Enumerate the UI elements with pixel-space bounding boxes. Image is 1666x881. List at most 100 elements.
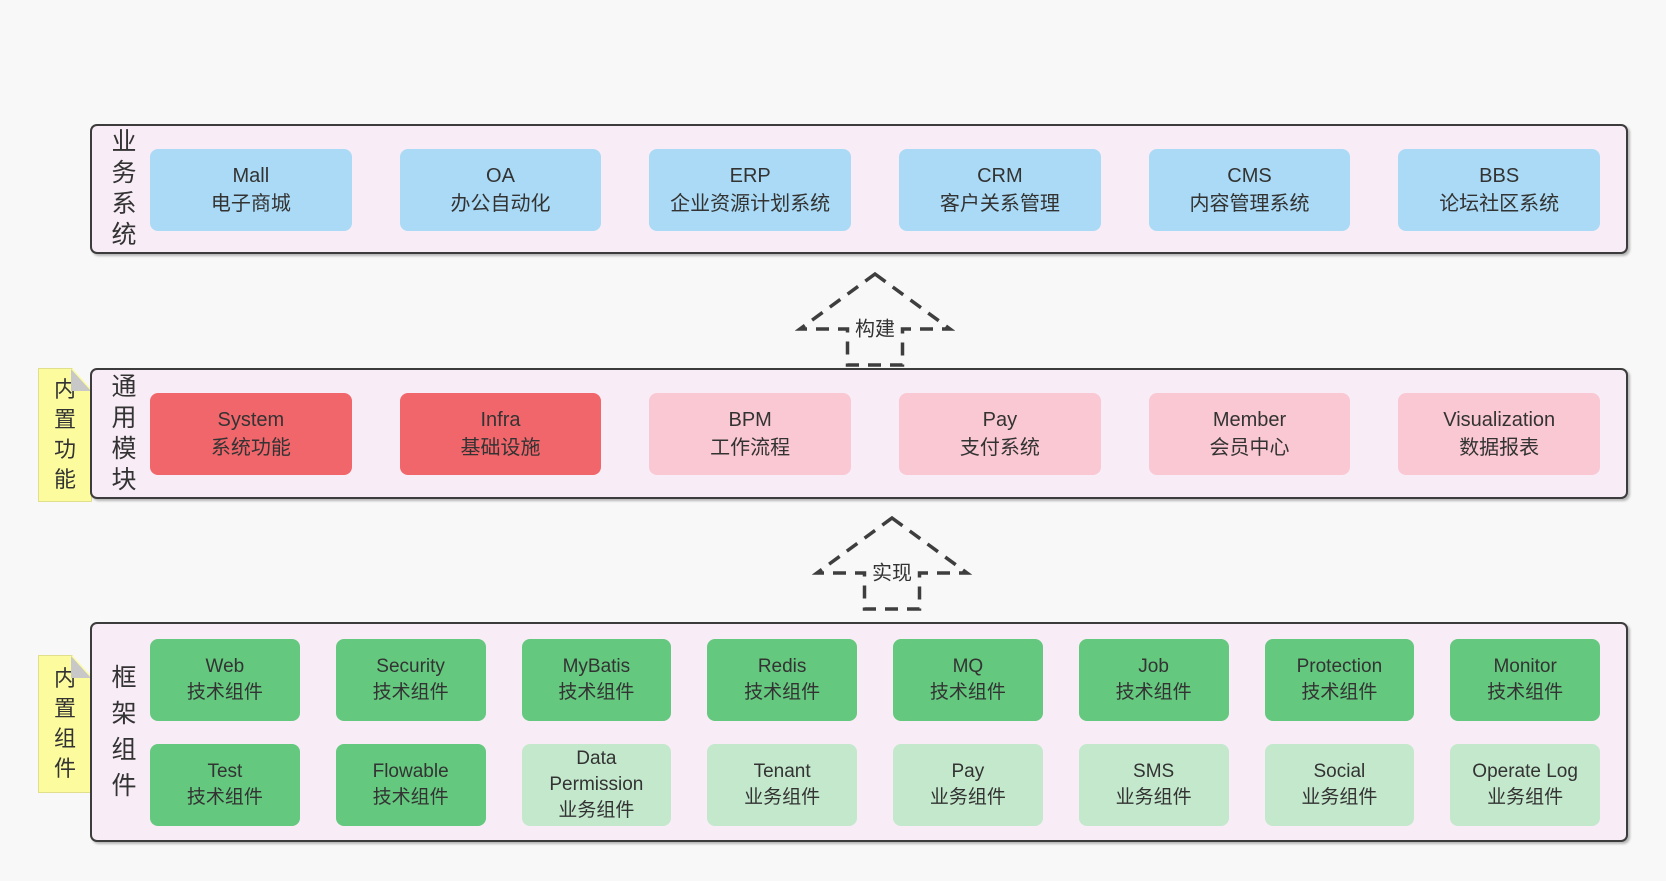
box-name: Web	[205, 656, 245, 677]
box-name: Infra	[480, 409, 521, 431]
label-char: 功	[53, 437, 76, 462]
box-name: OA	[486, 165, 515, 187]
box-pay: Pay 业务组件	[893, 744, 1043, 826]
layer-side-label: 业务系统	[98, 126, 150, 252]
box-name: CMS	[1227, 165, 1272, 187]
box-tenant: Tenant 业务组件	[707, 744, 857, 826]
box-desc: 内容管理系统	[1189, 193, 1310, 215]
layer-side-label: 通用模块	[98, 370, 150, 497]
layer-side-label: 框架组件	[98, 624, 150, 840]
box-desc: 工作流程	[710, 437, 791, 459]
box-desc: 业务组件	[558, 800, 635, 821]
box-crm: CRM 客户关系管理	[899, 149, 1101, 231]
box-name: Tenant	[753, 761, 811, 782]
box-cms: CMS 内容管理系统	[1148, 149, 1351, 231]
box-name: Mall	[232, 165, 270, 187]
label-char: 置	[53, 696, 76, 721]
box-name: Operate Log	[1472, 761, 1578, 782]
label-char: 件	[111, 772, 137, 800]
box-test: Test 技术组件	[150, 744, 300, 826]
box-desc: 系统功能	[210, 437, 291, 459]
box-desc: 技术组件	[558, 682, 635, 703]
label-char: 块	[111, 465, 137, 494]
box-name: Social	[1313, 761, 1366, 782]
box-bpm: BPM 工作流程	[649, 393, 852, 475]
box-name: Security	[376, 656, 445, 677]
box-mall: Mall 电子商城	[150, 149, 352, 231]
arrow-label: 构建	[851, 311, 899, 343]
label-char: 用	[111, 403, 137, 432]
box-security: Security 技术组件	[335, 639, 486, 721]
box-desc: 技术组件	[372, 682, 449, 703]
sticky-tag-built-in-functions: 内置功能	[38, 368, 92, 502]
box-name: BPM	[728, 409, 772, 431]
box-name: Visualization	[1443, 409, 1556, 431]
up-arrow-implement: 实现	[812, 515, 972, 612]
label-char: 能	[53, 467, 76, 492]
box-name: Redis	[757, 656, 807, 677]
label-char: 统	[111, 221, 137, 249]
box-name: Job	[1138, 656, 1169, 677]
label-char: 内	[53, 377, 76, 402]
box-desc: 业务组件	[929, 787, 1006, 808]
box-name: MQ	[952, 656, 984, 677]
label-char: 系	[111, 190, 137, 218]
box-infra: Infra 基础设施	[399, 393, 602, 475]
box-erp: ERP 企业资源计划系统	[649, 149, 852, 231]
sticky-tag-built-in-components: 内置组件	[38, 655, 92, 793]
box-desc: 技术组件	[186, 787, 263, 808]
label-char: 模	[111, 434, 137, 463]
box-desc: 企业资源计划系统	[670, 193, 831, 215]
box-name: Protection	[1296, 656, 1383, 677]
label-char: 业	[111, 128, 137, 156]
arrow-label: 实现	[868, 555, 916, 587]
folded-corner	[71, 656, 91, 678]
box-desc: 电子商城	[210, 193, 291, 215]
label-char: 组	[53, 726, 76, 751]
box-name: CRM	[977, 165, 1023, 187]
box-name: Member	[1212, 409, 1287, 431]
box-name: Pay	[951, 761, 985, 782]
box-name: ERP	[729, 165, 771, 187]
label-char: 内	[53, 666, 76, 691]
box-name: Test	[207, 761, 243, 782]
label-char: 务	[111, 159, 137, 187]
box-member: Member 会员中心	[1148, 393, 1351, 475]
box-desc: 业务组件	[1115, 787, 1192, 808]
box-desc: 技术组件	[186, 682, 263, 703]
box-job: Job 技术组件	[1078, 639, 1229, 721]
box-name: Flowable	[372, 761, 449, 782]
up-arrow-build: 构建	[795, 271, 955, 368]
box-desc: 客户关系管理	[939, 193, 1060, 215]
box-desc: 论坛社区系统	[1439, 193, 1560, 215]
box-web: Web 技术组件	[150, 639, 300, 721]
box-desc: 技术组件	[372, 787, 449, 808]
box-name: SMS	[1133, 761, 1175, 782]
box-desc: 技术组件	[1115, 682, 1192, 703]
box-name: Monitor	[1493, 656, 1557, 677]
box-desc: 基础设施	[460, 437, 541, 459]
box-desc: 技术组件	[929, 682, 1006, 703]
label-char: 架	[111, 700, 137, 728]
folded-corner	[71, 369, 91, 391]
box-desc: 会员中心	[1209, 437, 1290, 459]
label-char: 组	[111, 736, 137, 764]
box-desc: 业务组件	[744, 787, 821, 808]
label-char: 置	[53, 407, 76, 432]
box-mq: MQ 技术组件	[893, 639, 1043, 721]
